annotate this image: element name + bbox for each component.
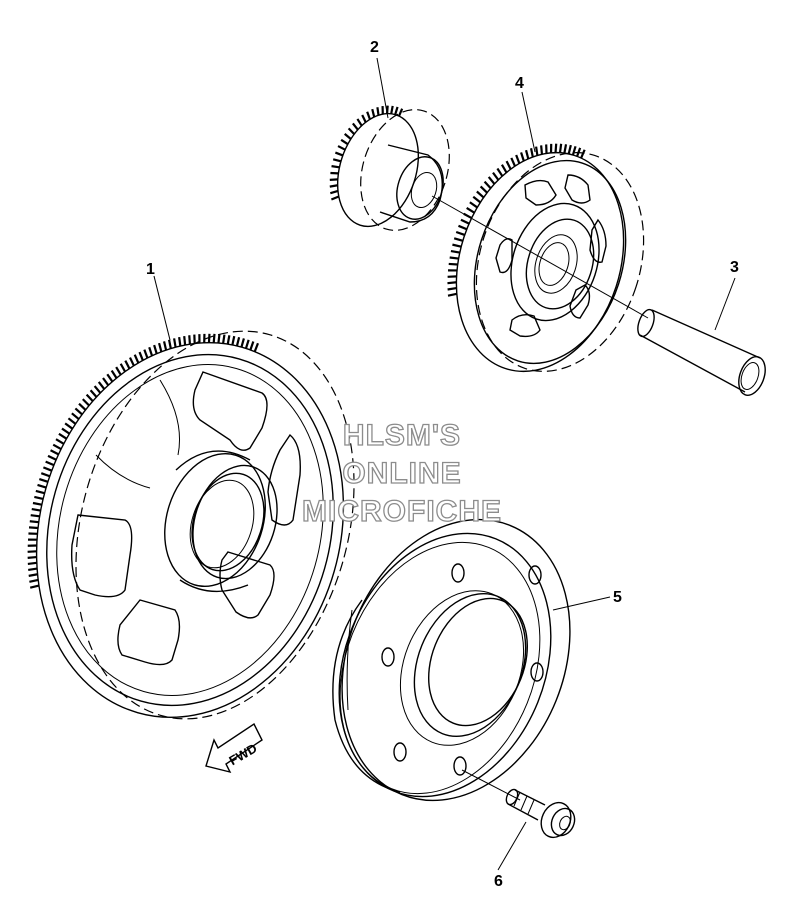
starter-wheel-teeth [27, 333, 259, 589]
callout-1: 1 [146, 261, 155, 278]
shaft [637, 308, 766, 396]
starter-wheel-gear [27, 330, 355, 720]
watermark: HLSM'S ONLINE MICROFICHE [301, 418, 502, 528]
callout-4: 4 [515, 75, 524, 92]
callout-3: 3 [730, 259, 739, 276]
leader-lines [153, 57, 736, 871]
watermark-line-3: MICROFICHE [302, 495, 502, 528]
starter-clutch [332, 518, 571, 802]
idler-gear-large-teeth [447, 143, 586, 297]
callout-5: 5 [613, 589, 622, 606]
bolt [461, 769, 576, 839]
idler-gear-small-teeth [329, 105, 404, 201]
callout-6: 6 [494, 873, 503, 890]
callout-2: 2 [370, 39, 379, 56]
idler-gear-large [447, 143, 645, 373]
watermark-line-2: ONLINE [342, 457, 461, 490]
arrow-left-icon [205, 722, 263, 774]
watermark-line-1: HLSM'S [343, 419, 461, 452]
forward-direction-arrow: FWD [205, 722, 263, 774]
idler-gear-small [329, 105, 450, 231]
